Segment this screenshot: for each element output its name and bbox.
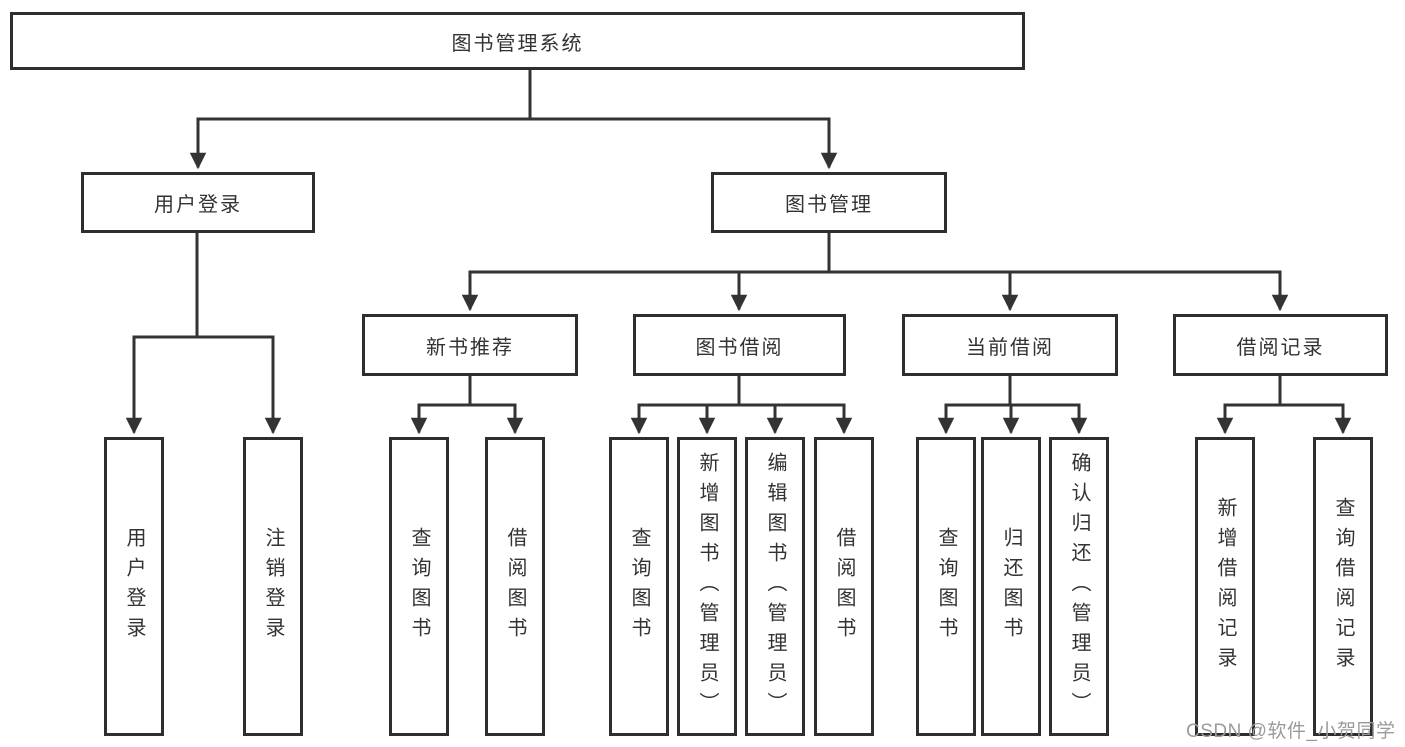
node-library-system: 图书管理系统 [10, 12, 1025, 70]
leaf-edit-books-admin-label: 编辑图书（管理员） [764, 451, 786, 722]
leaf-edit-books-admin: 编辑图书（管理员） [745, 437, 805, 736]
node-book-management-label: 图书管理 [785, 194, 873, 216]
node-library-system-label: 图书管理系统 [451, 32, 584, 55]
leaf-user-login: 用户登录 [104, 437, 164, 736]
node-book-borrowing: 图书借阅 [633, 314, 846, 376]
node-borrowing-records: 借阅记录 [1173, 314, 1388, 376]
leaf-query-borrow-record-label: 查询借阅记录 [1332, 496, 1354, 677]
leaf-logout-login-label: 注销登录 [262, 526, 284, 647]
leaf-return-books: 归还图书 [981, 437, 1041, 736]
leaf-borrow-books-recommend-label: 借阅图书 [504, 526, 526, 647]
node-current-borrowing: 当前借阅 [902, 314, 1118, 376]
leaf-borrow-books-borrowing-label: 借阅图书 [833, 526, 855, 647]
leaf-user-login-label: 用户登录 [123, 526, 145, 647]
node-user-login-label: 用户登录 [154, 194, 242, 216]
leaf-borrow-books-recommend: 借阅图书 [485, 437, 545, 736]
leaf-query-books-current-label: 查询图书 [935, 526, 957, 647]
leaf-confirm-return-admin-label: 确认归还（管理员） [1068, 451, 1090, 722]
node-book-management: 图书管理 [711, 172, 947, 233]
leaf-add-books-admin: 新增图书（管理员） [677, 437, 737, 736]
node-new-book-recommendation-label: 新书推荐 [426, 336, 514, 359]
csdn-watermark: CSDN @软件_小贺同学 [1186, 721, 1396, 742]
leaf-add-books-admin-label: 新增图书（管理员） [696, 451, 718, 722]
node-new-book-recommendation: 新书推荐 [362, 314, 578, 376]
leaf-query-borrow-record: 查询借阅记录 [1313, 437, 1373, 736]
leaf-query-books-recommend: 查询图书 [389, 437, 449, 736]
leaf-return-books-label: 归还图书 [1000, 526, 1022, 647]
leaf-query-books-borrowing: 查询图书 [609, 437, 669, 736]
leaf-confirm-return-admin: 确认归还（管理员） [1049, 437, 1109, 736]
leaf-add-borrow-record-label: 新增借阅记录 [1214, 496, 1236, 677]
leaf-query-books-recommend-label: 查询图书 [408, 526, 430, 647]
node-book-borrowing-label: 图书借阅 [695, 336, 784, 359]
node-user-login: 用户登录 [81, 172, 315, 233]
leaf-logout-login: 注销登录 [243, 437, 303, 736]
node-borrowing-records-label: 借阅记录 [1236, 336, 1325, 359]
leaf-query-books-current: 查询图书 [916, 437, 976, 736]
leaf-borrow-books-borrowing: 借阅图书 [814, 437, 874, 736]
leaf-add-borrow-record: 新增借阅记录 [1195, 437, 1255, 736]
node-current-borrowing-label: 当前借阅 [966, 336, 1054, 359]
leaf-query-books-borrowing-label: 查询图书 [628, 526, 650, 647]
